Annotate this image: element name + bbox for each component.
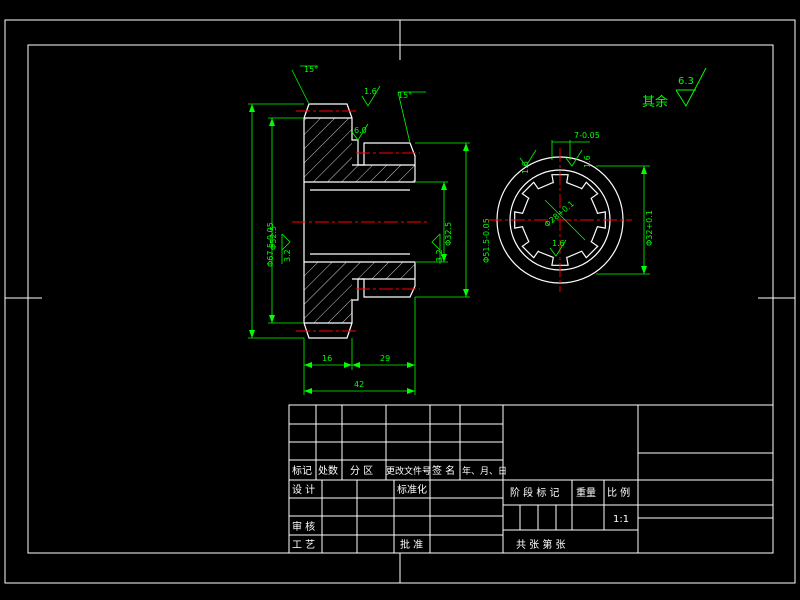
section-centerlines <box>292 110 430 332</box>
standardize-label: 标准化 <box>397 483 427 496</box>
scale-label: 比 例 <box>607 486 630 499</box>
title-block <box>288 404 774 554</box>
title-block-texts: 标记 处数 分 区 更改文件号 签 名 年、月、日 设 计 标准化 审 核 工 … <box>292 464 630 551</box>
end-view-centerlines <box>488 148 632 292</box>
roughness-note-symbol <box>675 67 707 108</box>
section-view: 15° 15° 1.6 6.0 3.2 3.2 Φ67.5-0.05 Φ52.5… <box>248 65 491 395</box>
section-outline <box>303 103 416 339</box>
approve-label: 批 准 <box>400 538 423 551</box>
sheet-info: 共 张 第 张 <box>516 538 566 551</box>
roughness-note: 其余 6.3 <box>642 67 707 110</box>
roughness-left-label: 1.6 <box>521 161 530 174</box>
scale-value: 1:1 <box>613 514 629 525</box>
roughness-bottom-label: 1.6 <box>552 239 565 248</box>
dim-total-width-label: 42 <box>354 380 364 389</box>
header-cell-3: 更改文件号 <box>386 465 431 477</box>
spline-profile <box>514 174 606 266</box>
dim-left-width-label: 16 <box>322 354 332 363</box>
dim-outer-label: Φ32+0.1 <box>645 210 654 246</box>
header-cell-0: 标记 <box>292 465 312 477</box>
section-dimensions <box>248 65 470 395</box>
section-dimension-arrows <box>249 104 469 394</box>
roughness-right-label: 1.6 <box>583 155 592 168</box>
section-dimension-texts: 15° 15° 1.6 6.0 3.2 3.2 Φ67.5-0.05 Φ52.5… <box>266 65 491 389</box>
dim-right-width-label: 29 <box>380 354 390 363</box>
dim-bore-label: Φ32.5 <box>444 222 453 246</box>
dim-hub-diameter-label: Φ52.5 <box>269 226 278 250</box>
review-label: 审 核 <box>292 520 315 533</box>
roughness-note-value: 6.3 <box>678 76 694 87</box>
tolerance-top-label: 7-0.05 <box>574 131 600 140</box>
roughness-inner-top-label: 6.0 <box>354 126 367 135</box>
angle-top-left-label: 15° <box>304 65 318 74</box>
header-cell-4: 签 名 <box>432 464 455 477</box>
section-hatch <box>304 118 415 323</box>
roughness-note-label: 其余 <box>642 94 668 110</box>
design-label: 设 计 <box>292 483 315 496</box>
dim-right-diameter-label: Φ51.5-0.05 <box>482 218 491 263</box>
header-cell-1: 处数 <box>318 464 338 477</box>
end-view-dimension-arrows <box>641 166 647 274</box>
angle-top-right-label: 15° <box>398 91 412 100</box>
process-label: 工 艺 <box>292 539 315 551</box>
roughness-left-label: 3.2 <box>283 249 292 262</box>
roughness-top-label: 1.6 <box>364 87 377 96</box>
weight-label: 重量 <box>576 486 596 499</box>
header-cell-2: 分 区 <box>350 465 373 477</box>
dim-outer-diameter-label: Φ67.5-0.05 <box>266 222 275 267</box>
end-view-dimensions <box>519 140 650 275</box>
header-cell-5: 年、月、日 <box>462 465 507 477</box>
roughness-right-label: 3.2 <box>435 249 444 262</box>
stage-mark-label: 阶 段 标 记 <box>510 486 560 499</box>
